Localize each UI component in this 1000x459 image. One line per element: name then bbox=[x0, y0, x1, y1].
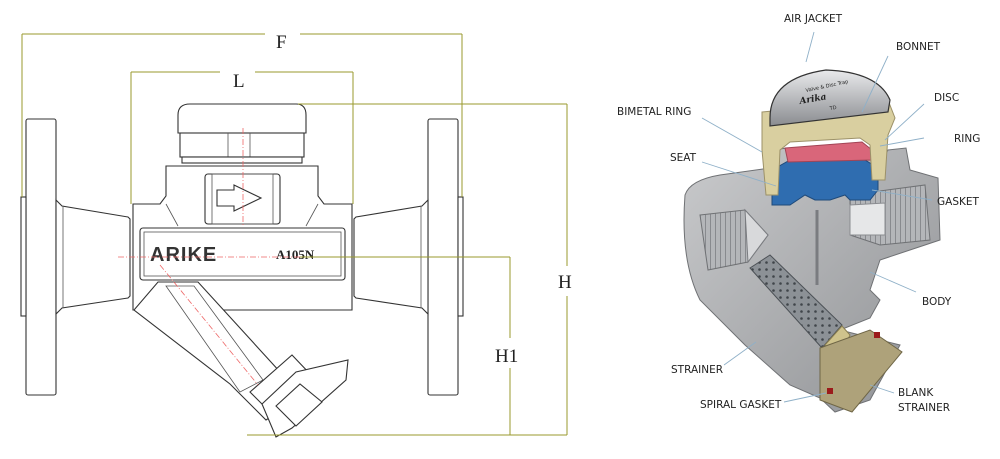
cap-engraving-logo: Arika bbox=[798, 92, 828, 107]
trap-body bbox=[132, 165, 353, 311]
label-ring: RING bbox=[954, 133, 980, 145]
label-spiral-gasket: SPIRAL GASKET bbox=[700, 399, 782, 411]
dimension-label-l: L bbox=[233, 71, 245, 92]
label-blank-strainer-line1: BLANK bbox=[898, 387, 934, 399]
label-gasket: GASKET bbox=[937, 196, 980, 208]
bonnet-part bbox=[761, 99, 896, 196]
dimension-drawing: ARIKE A105N F L H bbox=[20, 32, 572, 438]
seat-part bbox=[771, 159, 879, 206]
material-grade: A105N bbox=[276, 247, 315, 262]
blank-strainer-part bbox=[819, 329, 903, 413]
label-bonnet: BONNET bbox=[896, 41, 941, 53]
strainer-centerline bbox=[159, 264, 259, 386]
label-air-jacket: AIR JACKET bbox=[784, 13, 843, 25]
label-strainer: STRAINER bbox=[671, 364, 723, 376]
label-body: BODY bbox=[922, 296, 952, 308]
dimension-l: L bbox=[130, 71, 354, 204]
spiral-gasket-part bbox=[827, 388, 833, 394]
label-blank-strainer-line2: STRAINER bbox=[898, 402, 950, 414]
brand-logo: ARIKE bbox=[150, 244, 217, 266]
dimension-h: H bbox=[247, 103, 572, 436]
dimension-label-h1: H1 bbox=[495, 346, 518, 367]
spiral-gasket-part bbox=[874, 332, 880, 338]
strainer-screen bbox=[749, 254, 843, 349]
label-bimetal-ring: BIMETAL RING bbox=[617, 106, 691, 118]
air-jacket-part bbox=[769, 69, 891, 127]
cutaway-illustration: Valve & Disc Trap Arika TD AIR JACKET BO… bbox=[617, 13, 980, 414]
dimension-f: F bbox=[21, 32, 463, 197]
dimension-label-f: F bbox=[276, 32, 287, 53]
dimension-label-h: H bbox=[558, 272, 572, 293]
strainer-leg bbox=[133, 281, 349, 438]
leader-lines bbox=[701, 31, 933, 403]
disc-part bbox=[784, 141, 873, 163]
dimension-h1: H1 bbox=[300, 256, 518, 435]
left-flange bbox=[20, 118, 131, 396]
label-disc: DISC bbox=[934, 92, 959, 104]
cap-engraving-model: TD bbox=[828, 105, 837, 112]
label-seat: SEAT bbox=[670, 152, 697, 164]
flow-direction-arrow-icon bbox=[216, 184, 263, 212]
cap-assembly bbox=[177, 103, 307, 164]
